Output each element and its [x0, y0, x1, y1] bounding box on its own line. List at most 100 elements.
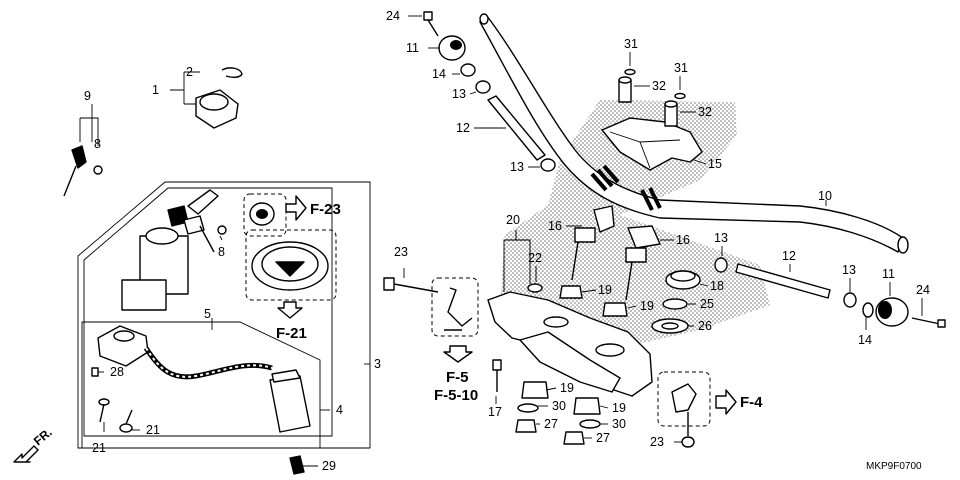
- switch-wiring-harness-core: [145, 347, 273, 378]
- callout-27-left: 27: [544, 417, 558, 431]
- callout-27-right: 27: [596, 431, 610, 445]
- bushing-13-upper-left: [475, 80, 491, 94]
- callout-30-left: 30: [552, 399, 566, 413]
- callout-16-right: 16: [676, 233, 690, 247]
- grommet-19-a: [559, 285, 583, 299]
- tube-12-right: [735, 263, 831, 299]
- cap-seal-1: [195, 89, 239, 129]
- collar-14-right: [862, 302, 874, 318]
- top-bridge-hole-b: [595, 343, 625, 357]
- callout-9: 9: [84, 89, 91, 103]
- callout-5: 5: [204, 307, 211, 321]
- callout-24-left: 24: [386, 9, 400, 23]
- nut-27-left: [515, 419, 537, 433]
- switch-wiring-harness: [143, 346, 273, 380]
- callout-32-left: 32: [652, 79, 666, 93]
- arrow-to-f4: [715, 389, 737, 415]
- steering-stem-nut-18: [665, 270, 701, 290]
- grommet-22: [527, 283, 543, 293]
- assembly-3-outline: [77, 181, 371, 449]
- bar-end-weight-11-left: [438, 35, 466, 61]
- washer-31-right: [674, 92, 686, 100]
- handlebar-upper-holder-detail: [609, 131, 681, 169]
- ignition-switch-body: [121, 227, 189, 311]
- bushing-13-right-b: [843, 292, 857, 308]
- callout-12-right: 12: [782, 249, 796, 263]
- washer-26-hole: [661, 322, 679, 330]
- bolt-23-left: [383, 277, 439, 293]
- callout-26: 26: [698, 319, 712, 333]
- callout-29: 29: [322, 459, 336, 473]
- callout-17: 17: [488, 405, 502, 419]
- bushing-13-right-a: [714, 257, 728, 273]
- callout-3: 3: [374, 357, 381, 371]
- screw-21-left: [98, 398, 110, 423]
- callout-30-right: 30: [612, 417, 626, 431]
- callout-13-b: 13: [510, 160, 524, 174]
- callout-31-left: 31: [624, 37, 638, 51]
- callout-8-right: 8: [218, 245, 225, 259]
- handlebar-knurl-1: [590, 164, 620, 192]
- bolt-24-left: [423, 11, 439, 37]
- handlebar-upper-holder: [601, 117, 703, 171]
- callout-15: 15: [708, 157, 722, 171]
- washer-30-right: [579, 419, 601, 429]
- washer-31-left: [624, 68, 636, 76]
- key-tag: [187, 189, 219, 215]
- screw-21-right: [119, 409, 133, 433]
- chip-8-left: [93, 165, 103, 175]
- callout-11-right: 11: [882, 267, 895, 281]
- ref-f4: F-4: [740, 394, 763, 411]
- washer-25: [662, 298, 688, 310]
- callout-22: 22: [528, 251, 542, 265]
- callout-8-left: 8: [94, 137, 101, 151]
- callout-13-a: 13: [452, 87, 466, 101]
- callout-16-left: 16: [548, 219, 562, 233]
- callout-20: 20: [506, 213, 520, 227]
- mounting-bracket: [671, 383, 697, 413]
- bolt-32-right: [664, 100, 678, 127]
- ref-f5-10: F-5-10: [434, 387, 478, 404]
- callout-23-right: 23: [650, 435, 664, 449]
- ref-f21: F-21: [276, 325, 307, 342]
- bracket-ref-box: [657, 371, 711, 427]
- arrow-to-f5: [443, 345, 473, 363]
- leader-lines: [79, 15, 923, 467]
- callout-28: 28: [110, 365, 124, 379]
- clamp-ref-box: [431, 277, 479, 337]
- callout-31-right: 31: [674, 61, 688, 75]
- ignition-keys: [167, 205, 215, 253]
- callout-14-right: 14: [858, 333, 872, 347]
- callout-4: 4: [336, 403, 343, 417]
- callout-19-a: 19: [598, 283, 612, 297]
- callout-10: 10: [818, 189, 832, 203]
- handlebar-end-top: [479, 13, 489, 25]
- callout-14-left: 14: [432, 67, 446, 81]
- callout-24-right: 24: [916, 283, 930, 297]
- handlebar-pipe: [479, 15, 904, 253]
- switch-5-box: [81, 321, 321, 449]
- handlebar-end: [897, 236, 909, 254]
- bolt-24-right: [911, 317, 946, 328]
- fuel-cap: [251, 241, 329, 291]
- callout-11-left: 11: [406, 41, 419, 55]
- top-bridge-20: [487, 291, 653, 397]
- screw-28: [91, 367, 99, 377]
- front-direction-arrow: [13, 445, 39, 463]
- callout-labels: 1 2 3 4 5 8 8 9 10 11 11 12 12 13 13 13 …: [84, 9, 930, 473]
- clip-29: [289, 455, 305, 475]
- callout-21-left: 21: [92, 441, 106, 455]
- bushing-13-lower-left: [540, 158, 556, 172]
- tube-12-left: [487, 95, 546, 161]
- bolt-17: [492, 359, 502, 392]
- coupler-4: [269, 369, 311, 433]
- collar-14-left: [460, 63, 476, 77]
- ref-f23: F-23: [310, 201, 341, 218]
- ref-f5: F-5: [446, 369, 469, 386]
- grommet-19-c: [521, 381, 549, 399]
- grommet-19-b: [602, 302, 628, 317]
- key-9: [63, 145, 87, 197]
- callout-19-d: 19: [612, 401, 626, 415]
- circlip-2: [221, 67, 243, 79]
